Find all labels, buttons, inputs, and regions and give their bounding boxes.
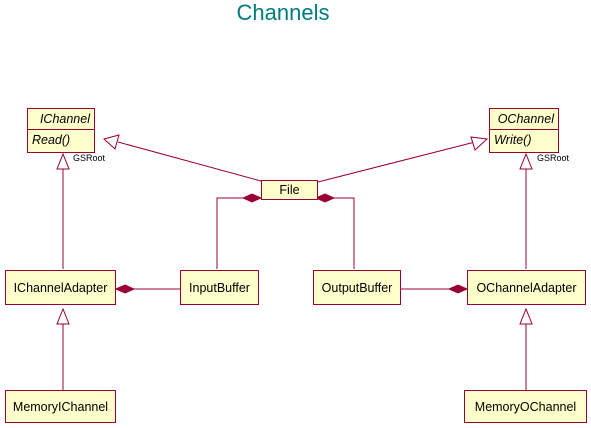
outputbuffer-to-file-line — [334, 197, 355, 269]
ochannel-write-operation: Write() — [494, 133, 532, 147]
memoryichannel-generalization-arrowhead — [56, 307, 70, 325]
file-output-composition-diamond — [314, 193, 336, 203]
file-class-box[interactable]: File — [261, 180, 318, 200]
diagram-title: Channels — [236, 0, 330, 25]
ochannel-name: OChannel — [490, 109, 558, 130]
memory-ochannel-class-box[interactable]: MemoryOChannel — [464, 390, 587, 423]
ochanneladapter-generalization-arrowhead — [519, 152, 533, 170]
ochannel-interface-box[interactable]: OChannel Write() — [489, 108, 559, 153]
output-buffer-class-box[interactable]: OutputBuffer — [313, 270, 401, 305]
inputbuffer-to-file-line — [216, 197, 243, 269]
ichannel-realization-arrowhead — [102, 134, 120, 150]
file-input-composition-diamond — [241, 193, 263, 203]
ichannel-name: IChannel — [28, 109, 94, 130]
ichannel-adapter-class-box[interactable]: IChannelAdapter — [5, 270, 116, 305]
input-buffer-class-box[interactable]: InputBuffer — [180, 270, 259, 305]
ichanneladapter-composition-diamond — [114, 284, 136, 294]
ochannel-adapter-class-box[interactable]: OChannelAdapter — [467, 270, 586, 305]
file-to-ochannel-line — [317, 141, 476, 183]
ochannel-realization-arrowhead — [470, 136, 489, 151]
ichannel-read-operation: Read() — [32, 133, 71, 147]
memoryochannel-generalization-arrowhead — [519, 307, 533, 325]
file-to-ichannel-line — [117, 141, 262, 182]
ochannel-package-tag: GSRoot — [537, 153, 570, 163]
ichanneladapter-generalization-arrowhead — [56, 152, 70, 170]
ichannel-interface-box[interactable]: IChannel Read() — [27, 108, 95, 153]
memory-ichannel-class-box[interactable]: MemoryIChannel — [5, 390, 116, 423]
ochanneladapter-composition-diamond — [447, 284, 469, 294]
ichannel-package-tag: GSRoot — [73, 153, 106, 163]
